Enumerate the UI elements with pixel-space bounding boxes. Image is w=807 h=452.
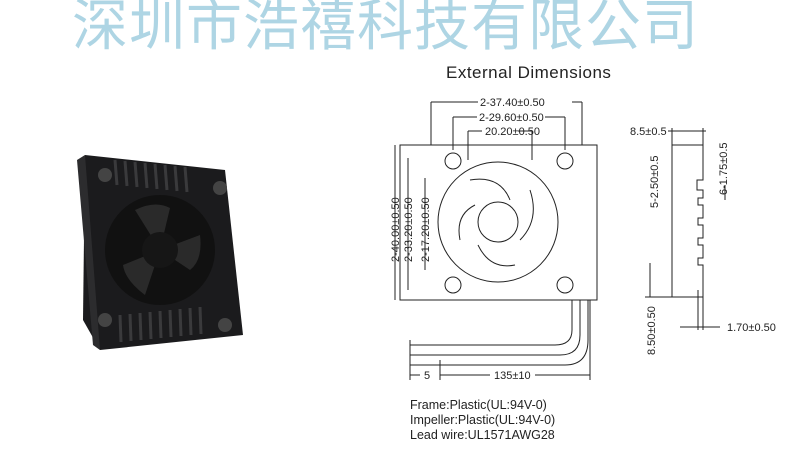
material-notes: Frame:Plastic(UL:94V-0) Impeller:Plastic… <box>410 398 555 443</box>
note-lead-wire: Lead wire:UL1571AWG28 <box>410 428 555 442</box>
dim-base-height: 8.50±0.50 <box>646 306 658 355</box>
company-watermark: 深圳市浩禧科技有限公司 <box>72 0 699 59</box>
dim-fin-pitch: 6-1.75±0.5 <box>718 142 730 195</box>
dim-height-outer: 2-40.00±0.50 <box>390 197 402 262</box>
note-impeller: Impeller:Plastic(UL:94V-0) <box>410 413 556 427</box>
dim-fin-gap: 5-2.50±0.5 <box>649 155 661 208</box>
dim-wire-length: 135±10 <box>494 370 531 382</box>
dim-height-holes: 2-33.20±0.50 <box>403 197 415 262</box>
dim-width-holes: 2-29.60±0.50 <box>479 112 544 124</box>
dim-wire-strip: 5 <box>424 370 430 382</box>
dim-fin-thickness: 1.70±0.50 <box>727 322 776 334</box>
fan-photo <box>77 155 243 350</box>
dim-width-inner: 20.20±0.50 <box>485 126 540 138</box>
dim-thickness: 8.5±0.5 <box>630 126 667 138</box>
dim-width-outer: 2-37.40±0.50 <box>480 97 545 109</box>
diagram-title: External Dimensions <box>446 63 612 82</box>
dim-height-inner: 2-17.20±0.50 <box>420 197 432 262</box>
note-frame: Frame:Plastic(UL:94V-0) <box>410 398 547 412</box>
